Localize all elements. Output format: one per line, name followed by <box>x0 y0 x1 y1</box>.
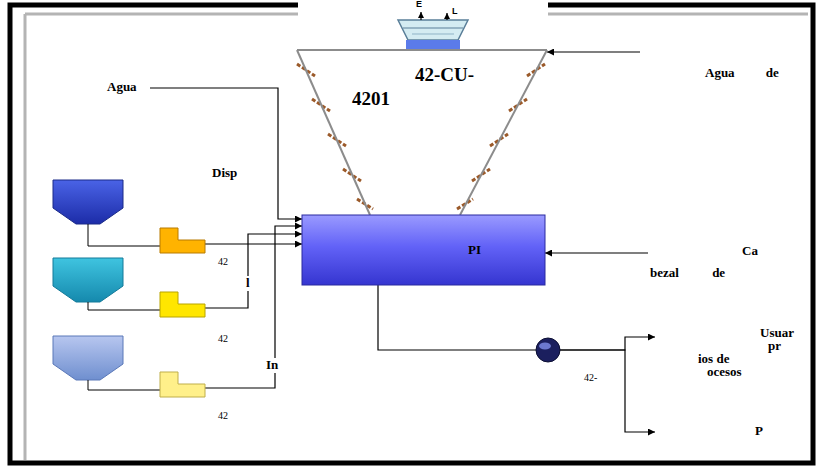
node-text: 4201 <box>352 88 390 110</box>
cyclone-cone: 42-CU- 4201 <box>297 50 547 215</box>
flow-connector <box>205 226 302 388</box>
stream-source: Ca bezal de <box>648 244 808 284</box>
stream-label: In <box>264 358 280 373</box>
feeder-unit-outline <box>160 372 205 397</box>
feeder-unit-outline <box>160 228 205 253</box>
node-text: 42 <box>218 410 228 422</box>
outlet-tag: L <box>452 7 458 17</box>
pump-symbol: 42- <box>536 338 560 362</box>
mix-tank-outline <box>302 215 545 285</box>
node-text: 42-CU- <box>415 64 474 86</box>
outlet-tag: E <box>416 0 422 10</box>
separator-detail <box>412 34 454 35</box>
mix-tank: PI <box>302 215 545 285</box>
flow-connector <box>205 243 302 244</box>
feeder-body <box>160 292 205 317</box>
flow-connector <box>560 350 655 432</box>
feeder-unit-outline <box>160 292 205 317</box>
separator-bowl <box>398 20 468 40</box>
node-text: 42 <box>218 333 228 345</box>
separator-detail <box>403 28 463 29</box>
flow-connector <box>378 285 536 350</box>
pump-symbol-outline <box>536 338 560 362</box>
stream-label: l <box>244 276 252 291</box>
hopper-bin <box>53 180 123 224</box>
separator-base <box>406 40 460 49</box>
node-text: ocesos <box>707 365 742 380</box>
cone-wall <box>297 50 370 215</box>
feed-line <box>88 224 160 246</box>
node-text: 42- <box>584 372 597 384</box>
pump-casing <box>536 338 560 362</box>
feed-line <box>88 380 160 390</box>
tank-body <box>302 215 545 285</box>
stream-source: Agua <box>105 80 150 98</box>
feeder-unit: 42 <box>160 292 205 317</box>
flow-connector <box>547 51 640 52</box>
node-text: Agua de <box>705 66 779 81</box>
node-text: PI <box>468 243 481 258</box>
node-text: bezal de <box>650 266 725 281</box>
node-text: Ca <box>742 244 758 259</box>
feeder-unit: 42 <box>160 228 205 253</box>
stream-destination: P <box>655 424 805 442</box>
feeder-body <box>160 372 205 397</box>
feeder-body <box>160 228 205 253</box>
flow-connector <box>150 88 302 219</box>
page-frame <box>10 5 813 463</box>
node-text: pr <box>768 339 781 354</box>
pump-highlight <box>539 343 551 350</box>
stream-destination: Usuarprios deocesos <box>655 322 810 380</box>
flow-connector <box>545 252 648 253</box>
flow-connector <box>205 234 302 308</box>
outlet-arrow <box>420 12 421 20</box>
stream-source: Agua de <box>640 46 810 86</box>
frame-rule <box>24 14 27 460</box>
cone-rim <box>297 49 547 51</box>
hopper-bin <box>53 258 123 302</box>
image-ground <box>298 0 548 49</box>
node-text: P <box>755 424 763 439</box>
flow-connector <box>560 337 655 350</box>
feeder-unit: 42 <box>160 372 205 397</box>
stream-label: Disp <box>210 166 239 181</box>
node-text: Agua <box>107 80 137 95</box>
hopper-bin <box>53 336 123 380</box>
outlet-arrow <box>446 13 447 20</box>
node-text: 42 <box>218 256 228 268</box>
feed-line <box>88 302 160 310</box>
